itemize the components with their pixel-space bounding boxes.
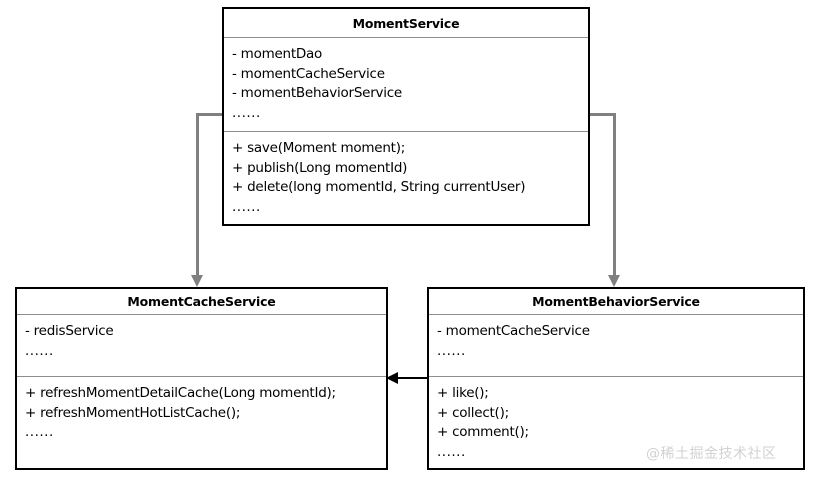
class-method-row: + refreshMomentDetailCache(Long momentId… — [25, 385, 336, 401]
class-title-moment-service: MomentService — [224, 9, 588, 38]
arrowhead-down-icon-to-moment-behavior-service — [608, 275, 620, 287]
connector-behavior-to-cache-horizontal — [398, 377, 427, 379]
class-title-moment-cache-service: MomentCacheService — [17, 289, 386, 315]
class-methods-ellipsis: ...... — [25, 424, 54, 440]
class-attributes-moment-cache-service: - redisService ...... — [17, 315, 386, 377]
connector-moment-service-to-behavior-vertical — [613, 113, 616, 276]
class-attribute-row: - redisService — [25, 323, 114, 339]
class-attributes-moment-service: - momentDao - momentCacheService - momen… — [224, 38, 588, 132]
arrowhead-left-icon-to-moment-cache-service — [386, 372, 398, 384]
class-method-row: + comment(); — [437, 424, 529, 440]
class-box-moment-behavior-service[interactable]: MomentBehaviorService - momentCacheServi… — [427, 287, 805, 470]
class-methods-moment-behavior-service: + like(); + collect(); + comment(); ....… — [429, 377, 803, 466]
class-methods-moment-service: + save(Moment moment); + publish(Long mo… — [224, 132, 588, 221]
class-attribute-row: - momentDao — [232, 46, 323, 62]
connector-moment-service-to-behavior-horizontal — [588, 113, 616, 116]
class-method-row: + collect(); — [437, 404, 509, 421]
class-methods-ellipsis: ...... — [232, 198, 261, 215]
class-attributes-ellipsis: ...... — [232, 104, 261, 121]
class-attributes-ellipsis: ...... — [437, 342, 466, 359]
class-title-moment-behavior-service: MomentBehaviorService — [429, 289, 803, 315]
class-attributes-moment-behavior-service: - momentCacheService ...... — [429, 315, 803, 377]
watermark-text: @稀土掘金技术社区 — [646, 446, 777, 462]
class-box-moment-service[interactable]: MomentService - momentDao - momentCacheS… — [222, 7, 590, 226]
connector-moment-service-to-cache-vertical — [196, 113, 199, 276]
class-methods-ellipsis: ...... — [437, 443, 466, 460]
class-attributes-ellipsis: ...... — [25, 342, 54, 359]
class-method-row: + refreshMomentHotListCache(); — [25, 404, 241, 421]
class-method-row: + save(Moment moment); — [232, 140, 406, 156]
class-methods-moment-cache-service: + refreshMomentDetailCache(Long momentId… — [17, 377, 386, 446]
class-method-row: + delete(long momentId, String currentUs… — [232, 179, 526, 195]
arrowhead-down-icon-to-moment-cache-service — [191, 275, 203, 287]
class-method-row: + like(); — [437, 385, 489, 401]
class-attribute-row: - momentBehaviorService — [232, 85, 402, 101]
class-box-moment-cache-service[interactable]: MomentCacheService - redisService ......… — [15, 287, 388, 470]
class-method-row: + publish(Long momentId) — [232, 159, 408, 176]
class-attribute-row: - momentCacheService — [232, 65, 385, 82]
connector-moment-service-to-cache-horizontal — [196, 113, 224, 116]
class-attribute-row: - momentCacheService — [437, 323, 590, 339]
